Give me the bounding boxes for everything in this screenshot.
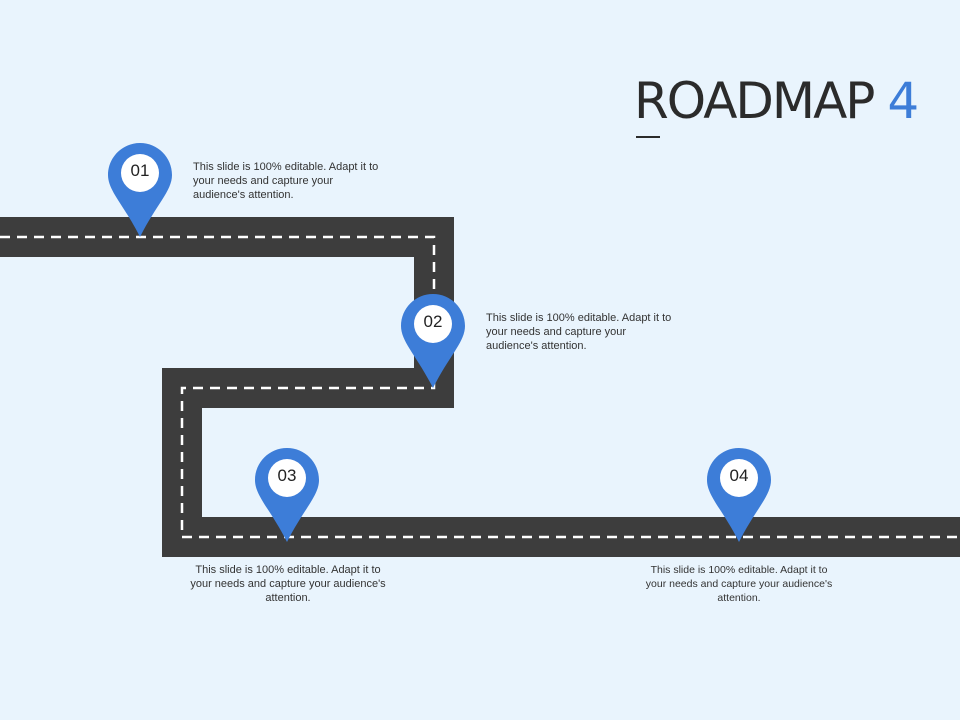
- milestone-pin-01: 01: [108, 143, 172, 239]
- milestone-description: This slide is 100% editable. Adapt it to…: [190, 564, 386, 604]
- milestone-pin-03: 03: [255, 448, 319, 544]
- title-text: ROADMAP: [634, 72, 875, 130]
- title-number: 4: [887, 72, 919, 130]
- milestone-description: This slide is 100% editable. Adapt it to…: [193, 161, 379, 201]
- map-pin-icon: [255, 448, 319, 542]
- title-underline: [636, 136, 660, 138]
- map-pin-icon: [108, 143, 172, 237]
- milestone-pin-02: 02: [401, 294, 465, 390]
- milestone-description: This slide is 100% editable. Adapt it to…: [645, 564, 833, 604]
- road-center-dashes: [0, 235, 960, 539]
- map-pin-icon: [707, 448, 771, 542]
- road-surface: [0, 217, 960, 557]
- map-pin-icon: [401, 294, 465, 388]
- milestone-number: 01: [130, 161, 150, 180]
- milestone-pin-04: 04: [707, 448, 771, 544]
- milestone-number: 04: [729, 466, 749, 485]
- milestone-number: 03: [277, 466, 297, 485]
- milestone-description: This slide is 100% editable. Adapt it to…: [486, 312, 672, 352]
- milestone-number: 02: [423, 312, 443, 331]
